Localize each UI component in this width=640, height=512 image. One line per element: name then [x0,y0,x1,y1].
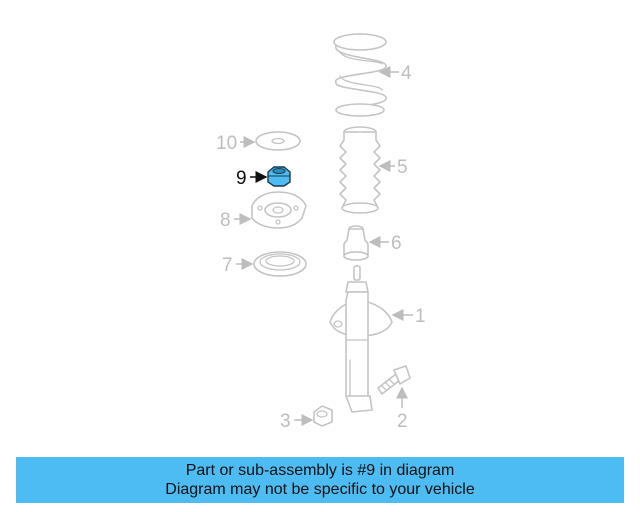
bump-stop-part[interactable] [343,225,369,261]
callout-9[interactable]: 9 [236,168,247,189]
nut-part[interactable] [313,405,333,427]
callout-7[interactable]: 7 [222,255,233,276]
callout-3[interactable]: 3 [280,411,291,432]
strut-mount-part[interactable] [251,191,307,229]
strut-mount-nut-part[interactable] [267,166,291,187]
dust-boot-part[interactable] [339,126,381,214]
callout-4[interactable]: 4 [401,63,412,84]
callout-8[interactable]: 8 [220,210,231,231]
strut-assembly-part[interactable] [329,265,393,413]
callout-6[interactable]: 6 [391,233,402,254]
callout-1[interactable]: 1 [415,306,426,327]
coil-spring-part[interactable] [333,33,387,117]
banner-line-disclaimer: Diagram may not be specific to your vehi… [165,481,475,498]
washer-part[interactable] [255,131,301,151]
banner-line-part-info: Part or sub-assembly is #9 in diagram [185,462,455,479]
info-banner: Part or sub-assembly is #9 in diagram Di… [16,457,624,503]
bearing-part[interactable] [253,251,307,277]
parts-diagram: 4 5 6 1 2 3 10 9 8 7 [216,33,426,432]
bolt-part[interactable] [377,365,411,395]
callout-2[interactable]: 2 [397,411,408,432]
callout-10[interactable]: 10 [216,133,237,154]
callout-5[interactable]: 5 [397,157,408,178]
